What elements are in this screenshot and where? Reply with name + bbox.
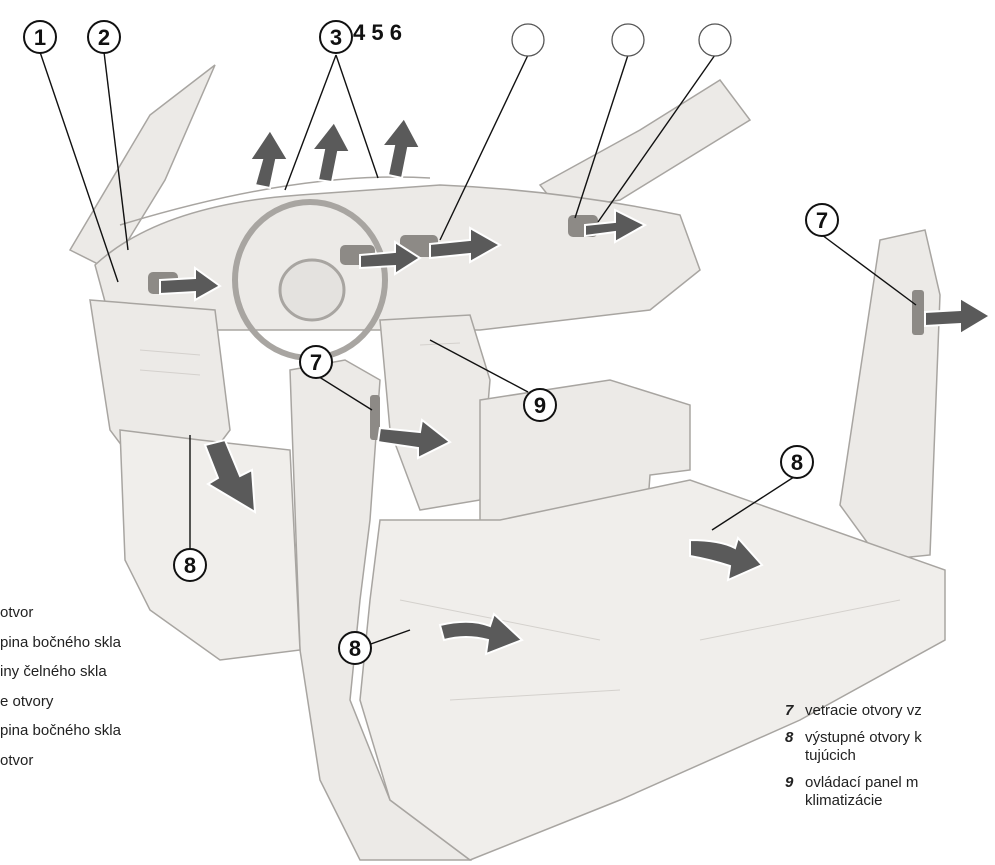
callout-circle <box>338 631 372 665</box>
callout-circle <box>173 548 207 582</box>
arrow-right-icon <box>359 240 422 276</box>
arrow-floor-icon <box>438 612 524 656</box>
legend-left-row: otvor <box>0 604 34 621</box>
arrow-right-icon <box>159 266 222 302</box>
callout-plain-numbers: 4 5 6 <box>353 20 402 45</box>
callout-number: 7 <box>816 208 828 233</box>
arrow-up-icon <box>309 120 352 184</box>
callout-number: 2 <box>98 25 110 50</box>
callout-circle <box>698 23 732 57</box>
arrow-right-icon <box>376 418 452 460</box>
callout-number: 8 <box>349 636 361 661</box>
arrow-floor-icon <box>203 438 257 514</box>
legend-number: 8 <box>785 729 794 746</box>
arrow-right-icon <box>584 208 648 244</box>
callout-number: 8 <box>184 553 196 578</box>
legend-left-row: pina bočného skla <box>0 633 121 651</box>
arrow-up-icon <box>379 116 422 180</box>
legend-text: výstupné otvory k tujúcich <box>805 729 922 764</box>
legend-text: vetracie otvory vz <box>805 702 922 719</box>
legend-number: 9 <box>785 774 794 791</box>
callout-circle <box>319 20 353 54</box>
legend-right-item: 8 výstupné otvory k tujúcich <box>785 729 995 765</box>
arrow-right-icon <box>429 226 503 264</box>
vent-pillar-front <box>370 395 380 440</box>
car-interior-illustration <box>68 64 946 861</box>
callout-number: 1 <box>34 25 46 50</box>
legend-left-row: pina bočného skla <box>0 722 121 739</box>
callout-number: 8 <box>791 450 803 475</box>
legend-left-row: otvor <box>0 751 34 769</box>
callout-number: 9 <box>534 393 546 418</box>
right-pillar <box>839 229 941 561</box>
callout-circle <box>523 388 557 422</box>
callout-number: 3 <box>330 25 342 50</box>
airflow-arrows <box>159 116 992 656</box>
callout-circle <box>299 345 333 379</box>
legend-number: 7 <box>785 702 794 719</box>
legend-left-row: iny čelného skla <box>0 663 107 680</box>
leader-lines <box>39 51 917 646</box>
vent-pillar-right <box>912 290 924 335</box>
steering-wheel <box>232 199 388 361</box>
callout-circle <box>23 20 57 54</box>
legend-right-item: 9 ovládací panel m klimatizácie <box>785 774 995 810</box>
callout-markers: 1 2 3 7 7 9 8 8 8 <box>23 20 839 665</box>
callout-circle <box>805 203 839 237</box>
legend-left: otvor pina bočného skla iny čelného skla… <box>0 598 240 775</box>
arrow-up-icon <box>248 128 290 190</box>
legend-left-row: e otvory <box>0 692 54 710</box>
legend-text: ovládací panel m klimatizácie <box>805 774 919 809</box>
legend-right: 7 vetracie otvory vz 8 výstupné otvory k… <box>785 702 995 819</box>
callout-circle <box>87 20 121 54</box>
arrow-right-icon <box>924 296 992 336</box>
front-pillar <box>289 359 473 861</box>
callout-circle <box>780 445 814 479</box>
legend-right-item: 7 vetracie otvory vz <box>785 702 995 720</box>
callout-circle <box>611 23 645 57</box>
callout-circle <box>511 23 545 57</box>
callout-number: 7 <box>310 350 322 375</box>
arrow-floor-icon <box>689 535 764 582</box>
